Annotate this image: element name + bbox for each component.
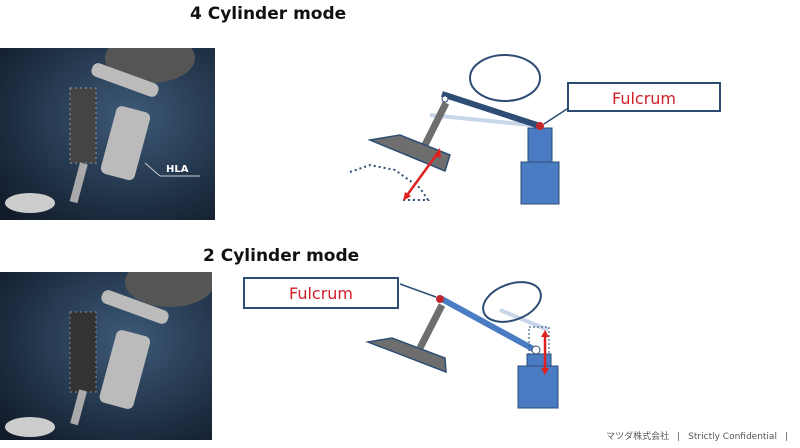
company-name: マツダ株式会社: [606, 432, 670, 442]
separator: |: [784, 432, 788, 442]
valve-photo-4cyl: HLA: [0, 48, 215, 220]
hla-label: HLA: [166, 164, 189, 175]
rocker-arm: [441, 91, 541, 129]
rocker-arm: [438, 295, 537, 353]
section-title-2cyl: 2 Cylinder mode: [203, 246, 360, 266]
fulcrum-point: [536, 122, 544, 130]
fulcrum-callout-2cyl: [243, 277, 399, 309]
cam-lobe: [482, 281, 542, 323]
fulcrum-point: [436, 295, 444, 303]
fulcrum-callout-4cyl: [567, 82, 721, 112]
footer: マツダ株式会社 | Strictly Confidential |: [602, 429, 792, 442]
fulcrum-label: Fulcrum: [289, 284, 353, 303]
fulcrum-label: Fulcrum: [612, 89, 676, 108]
cam-lobe: [469, 54, 541, 102]
diagram-4cyl: Fulcrum: [349, 54, 721, 205]
hla-upper: [527, 127, 553, 164]
confidential-label: Strictly Confidential: [688, 432, 777, 442]
section-title-4cyl: 4 Cylinder mode: [190, 4, 347, 24]
valve-motion-arrow: [403, 149, 442, 199]
valve-head: [365, 337, 447, 374]
separator: |: [677, 432, 681, 442]
diagram-2cyl: Fulcrum: [243, 277, 559, 409]
hla-lower: [520, 161, 560, 205]
valve-photo-2cyl: [0, 272, 212, 440]
hla-body: [517, 365, 559, 409]
